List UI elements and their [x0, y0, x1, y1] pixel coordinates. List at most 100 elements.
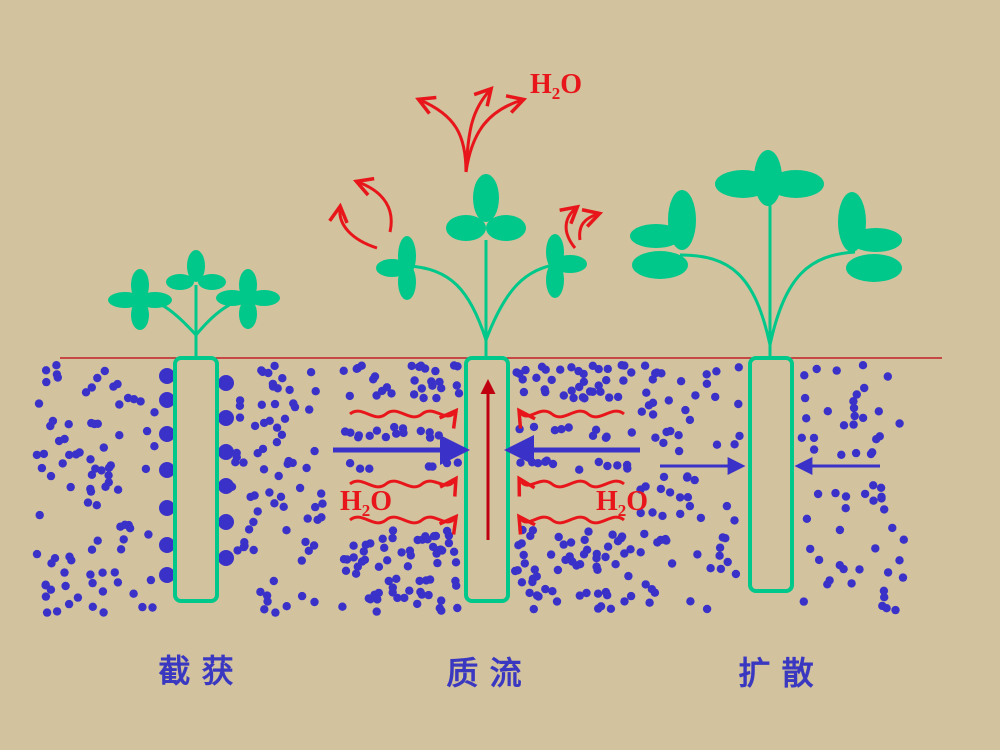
nutrient-dot — [880, 505, 889, 514]
nutrient-dot — [676, 509, 685, 519]
nutrient-dot — [34, 399, 44, 408]
nutrient-dot — [582, 588, 591, 598]
nutrient-dot — [648, 508, 657, 517]
nutrient-dot — [349, 553, 358, 562]
nutrient-dot — [530, 565, 539, 574]
nutrient-dot — [652, 368, 662, 377]
nutrient-dot — [847, 579, 856, 588]
nutrient-dot — [592, 562, 601, 571]
nutrient-dot — [642, 388, 651, 397]
nutrient-dot — [233, 546, 242, 555]
nutrient-dot — [90, 419, 99, 429]
nutrient-dot — [317, 489, 326, 498]
nutrient-dot — [93, 373, 102, 383]
nutrient-dot — [835, 561, 844, 570]
nutrient-dot — [444, 538, 454, 548]
nutrient-dot — [452, 381, 461, 390]
nutrient-dot — [37, 463, 47, 473]
nutrient-dot — [882, 604, 891, 613]
nutrient-dot — [693, 550, 702, 559]
nutrient-dot — [879, 586, 889, 595]
nutrient-dot — [546, 550, 556, 559]
nutrient-dot — [141, 464, 151, 474]
nutrient-dot — [514, 541, 523, 550]
nutrient-dot — [433, 558, 442, 568]
nutrient-dot — [392, 429, 401, 438]
nutrient-dot — [98, 587, 108, 596]
nutrient-dot — [115, 400, 124, 409]
nutrient-dot — [685, 501, 695, 511]
nutrient-dot — [353, 562, 362, 571]
nutrient-dot — [346, 428, 355, 437]
nutrient-dot — [309, 541, 319, 550]
nutrient-dot — [83, 498, 93, 507]
nutrient-dot — [664, 396, 673, 405]
nutrient-dot — [407, 361, 416, 371]
nutrient-dot — [417, 384, 426, 393]
nutrient-dot — [303, 514, 312, 523]
nutrient-dot — [264, 368, 273, 378]
nutrient-dot — [616, 534, 626, 543]
nutrient-dot — [831, 488, 840, 498]
nutrient-dot — [387, 389, 396, 398]
nutrient-dot — [115, 431, 124, 440]
root-mass-flow — [464, 356, 510, 603]
nutrient-dot — [366, 539, 375, 548]
nutrient-dot — [144, 530, 153, 539]
nutrient-dot — [342, 555, 352, 564]
nutrient-dot — [518, 525, 527, 535]
nutrient-dot — [802, 414, 811, 423]
nutrient-dot — [696, 513, 706, 523]
nutrient-dot — [431, 366, 440, 376]
nutrient-dot — [588, 431, 598, 440]
nutrient-dot — [218, 550, 234, 566]
nutrient-dot — [258, 444, 268, 454]
nutrient-dot — [721, 534, 730, 543]
nutrient-dot — [641, 580, 650, 589]
nutrient-dot — [269, 576, 278, 586]
nutrient-dot — [730, 440, 739, 449]
nutrient-dot — [802, 514, 812, 523]
nutrient-dot — [378, 534, 387, 543]
nutrient-dot — [451, 558, 461, 567]
nutrient-dot — [512, 368, 521, 377]
nutrient-dot — [257, 400, 266, 409]
nutrient-dot — [372, 391, 381, 400]
nutrient-dot — [110, 568, 120, 577]
nutrient-dot — [232, 448, 241, 458]
nutrient-dot — [58, 459, 67, 468]
nutrient-dot — [636, 548, 645, 557]
h2o-label-right: H2O — [596, 486, 648, 520]
nutrient-dot — [92, 501, 102, 510]
nutrient-dot — [619, 376, 628, 385]
nutrient-dot — [428, 542, 438, 552]
nutrient-dot — [93, 536, 102, 545]
nutrient-dot — [302, 463, 311, 473]
nutrient-dot — [120, 520, 130, 529]
nutrient-dot — [88, 602, 98, 611]
nutrient-dot — [405, 586, 414, 595]
nutrient-dot — [88, 578, 97, 588]
nutrient-dot — [99, 608, 108, 617]
nutrient-dot — [52, 361, 61, 370]
nutrient-dot — [556, 365, 565, 374]
nutrient-dot — [561, 555, 570, 565]
nutrient-dot — [580, 535, 589, 545]
nutrient-dot — [270, 361, 279, 371]
nutrient-dot — [594, 364, 603, 374]
nutrient-dot — [159, 462, 175, 478]
nutrient-dot — [685, 415, 695, 425]
nutrient-dot — [715, 551, 724, 560]
nutrient-dot — [259, 418, 269, 428]
nutrient-dot — [883, 372, 892, 381]
nutrient-dot — [365, 431, 374, 440]
nutrient-dot — [355, 464, 365, 473]
nutrient-dot — [250, 421, 260, 431]
nutrient-dot — [116, 545, 126, 554]
nutrient-dot — [623, 464, 632, 473]
nutrient-dot — [895, 419, 904, 428]
nutrient-dot — [277, 430, 287, 439]
nutrient-dot — [872, 435, 881, 444]
nutrient-dot — [272, 423, 282, 432]
nutrient-dot — [852, 390, 861, 399]
